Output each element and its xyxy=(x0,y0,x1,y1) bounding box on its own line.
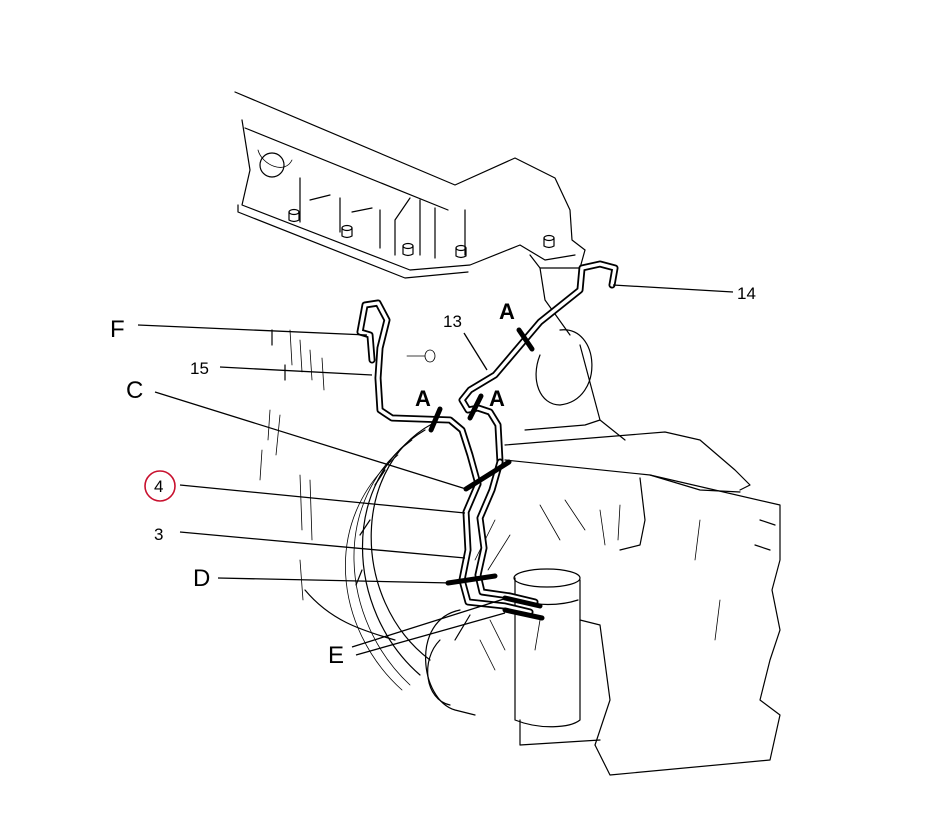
callout-e: E xyxy=(328,642,344,669)
clamp-label-a-upper: A xyxy=(499,299,515,324)
clamp-c xyxy=(463,459,512,492)
callout-4: 4 xyxy=(154,477,163,496)
engine-block-drawing xyxy=(234,91,781,776)
callout-f: F xyxy=(110,316,125,343)
clamp-label-a-left: A xyxy=(415,386,431,411)
clamp-a-upper xyxy=(516,327,535,352)
callout-4-highlight-circle xyxy=(144,470,176,502)
callout-c: C xyxy=(126,377,143,404)
callout-d: D xyxy=(193,565,210,592)
callout-3: 3 xyxy=(154,525,163,544)
clamp-label-a-right: A xyxy=(489,386,505,411)
callout-14: 14 xyxy=(737,284,756,303)
clamp-d xyxy=(445,573,498,586)
pipe-clamps xyxy=(428,327,545,621)
callout-15: 15 xyxy=(190,359,209,378)
callout-13: 13 xyxy=(443,312,462,331)
leader-lines xyxy=(137,284,734,656)
bolt-icon xyxy=(288,208,555,259)
fluid-pipes xyxy=(356,260,619,616)
callout-labels: F 15 C 4 3 D E 13 14 A A A xyxy=(110,284,756,669)
connector-e-upper xyxy=(502,595,543,609)
connector-e-lower xyxy=(502,607,545,621)
clamp-a-right xyxy=(467,393,484,421)
clamp-a-left xyxy=(428,406,443,433)
